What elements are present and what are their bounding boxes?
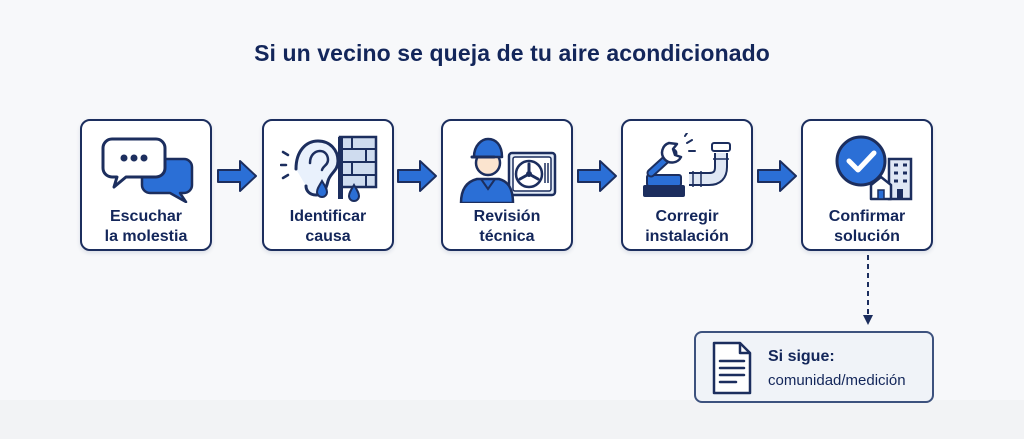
step-escuchar: Escuchar la molestia — [80, 119, 212, 251]
document-icon — [712, 341, 752, 395]
flow-arrow-1 — [217, 160, 257, 192]
note-subtitle: comunidad/medición — [768, 372, 906, 389]
technician-ac-unit-icon — [459, 137, 557, 203]
step-label: Corregir instalación — [645, 208, 729, 245]
step-identificar: Identificar causa — [262, 119, 394, 251]
page-title: Si un vecino se queja de tu aire acondic… — [254, 40, 770, 66]
step-confirmar: Confirmar solución — [801, 119, 933, 251]
ear-wall-drip-icon — [280, 135, 378, 202]
wrench-pipe-icon — [643, 133, 731, 197]
step-label: Confirmar solución — [828, 208, 906, 245]
step-label: Escuchar la molestia — [104, 208, 188, 245]
step-label: Identificar causa — [289, 208, 367, 245]
flow-arrow-4 — [757, 160, 797, 192]
dashed-connector-arrow — [863, 255, 873, 325]
note-title: Si sigue: — [768, 348, 835, 365]
flow-arrow-3 — [577, 160, 617, 192]
check-buildings-icon — [835, 135, 913, 201]
floor-band — [0, 400, 1024, 439]
flow-arrow-2 — [397, 160, 437, 192]
chat-bubbles-icon — [101, 137, 194, 203]
fallback-note: Si sigue: comunidad/medición — [694, 331, 934, 403]
step-label: Revisión técnica — [473, 208, 541, 245]
step-corregir: Corregir instalación — [621, 119, 753, 251]
step-revision: Revisión técnica — [441, 119, 573, 251]
